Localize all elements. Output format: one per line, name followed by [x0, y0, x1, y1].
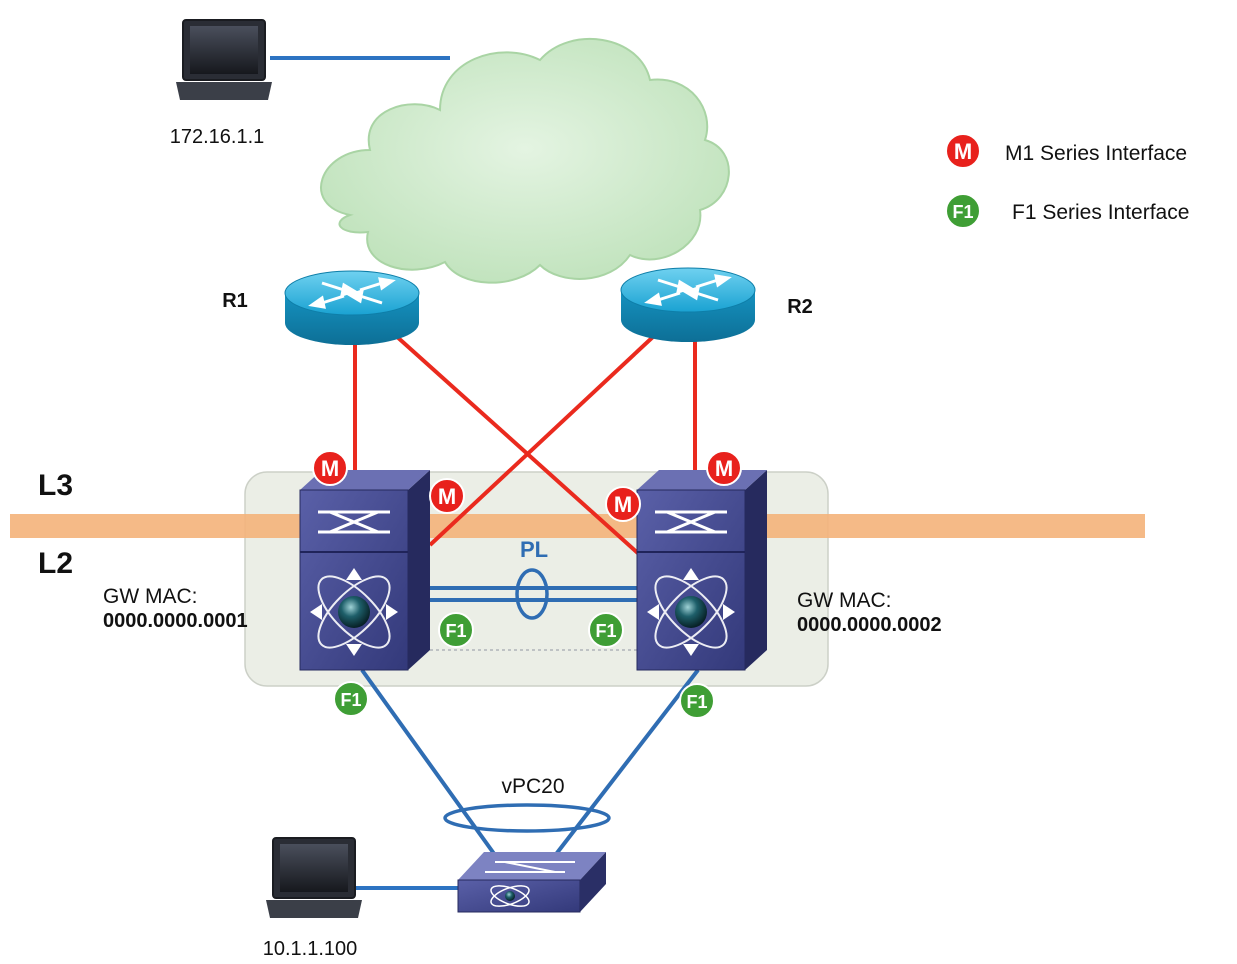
f1-badge-text: F1	[595, 621, 616, 641]
peer-link	[430, 568, 642, 651]
legend-f1-label: F1 Series Interface	[1012, 201, 1189, 224]
router-r1-icon	[284, 270, 420, 345]
access-switch-icon	[457, 852, 606, 913]
router-r1-label: R1	[222, 290, 248, 312]
l3-l2-boundary-band	[10, 514, 1145, 538]
m-badge: M	[605, 486, 641, 522]
f1-badge: F1	[588, 612, 624, 648]
l3-uplinks	[353, 333, 697, 557]
legend-f1-item: F1 F1 Series Interface	[945, 193, 1189, 229]
m-badge: M	[706, 450, 742, 486]
laptop-bottom-icon	[266, 837, 362, 918]
right-nexus-switch-icon	[636, 470, 767, 671]
f1-badge-text: F1	[340, 690, 361, 710]
m-badge-text: M	[715, 456, 733, 481]
link-r2-left-switch	[428, 333, 657, 547]
peer-link-ring	[515, 568, 549, 620]
m-badge-text: M	[438, 484, 456, 509]
vpc20-ring	[443, 803, 611, 833]
router-r2-icon	[620, 267, 756, 342]
legend-m1-item: M M1 Series Interface	[945, 133, 1187, 169]
legend: M M1 Series Interface F1 F1 Series Inter…	[945, 133, 1189, 229]
link-right-switch-access	[548, 668, 700, 864]
left-gw-mac-title: GW MAC:	[103, 585, 198, 608]
cloud-icon	[320, 38, 730, 284]
host-bottom-label: 10.1.1.100	[263, 938, 358, 960]
left-gw-mac-value: 0000.0000.0001	[103, 610, 248, 632]
layer-l2-label: L2	[38, 547, 73, 580]
right-gw-mac-value: 0000.0000.0002	[797, 614, 942, 636]
peer-link-label: PL	[520, 537, 548, 562]
legend-m1-badge: M	[954, 139, 972, 164]
m-badge: M	[429, 478, 465, 514]
m-badge-text: M	[321, 456, 339, 481]
m-badge-text: M	[614, 492, 632, 517]
m-badge: M	[312, 450, 348, 486]
laptop-top-icon	[176, 19, 272, 100]
vpc20-label: vPC20	[501, 775, 564, 798]
f1-badge-text: F1	[445, 621, 466, 641]
legend-m1-label: M1 Series Interface	[1005, 142, 1187, 165]
f1-badge-text: F1	[686, 692, 707, 712]
l2-downlinks	[360, 668, 700, 864]
f1-badge: F1	[438, 612, 474, 648]
router-r2-label: R2	[787, 296, 813, 318]
link-r1-right-switch	[393, 333, 642, 557]
layer-l3-label: L3	[38, 469, 73, 502]
legend-f1-badge: F1	[952, 202, 973, 222]
link-left-switch-access	[360, 668, 502, 864]
left-nexus-switch-icon	[299, 470, 430, 671]
f1-badge: F1	[333, 681, 369, 717]
right-gw-mac-title: GW MAC:	[797, 589, 892, 612]
f1-badge: F1	[679, 683, 715, 719]
host-top-label: 172.16.1.1	[170, 126, 265, 148]
